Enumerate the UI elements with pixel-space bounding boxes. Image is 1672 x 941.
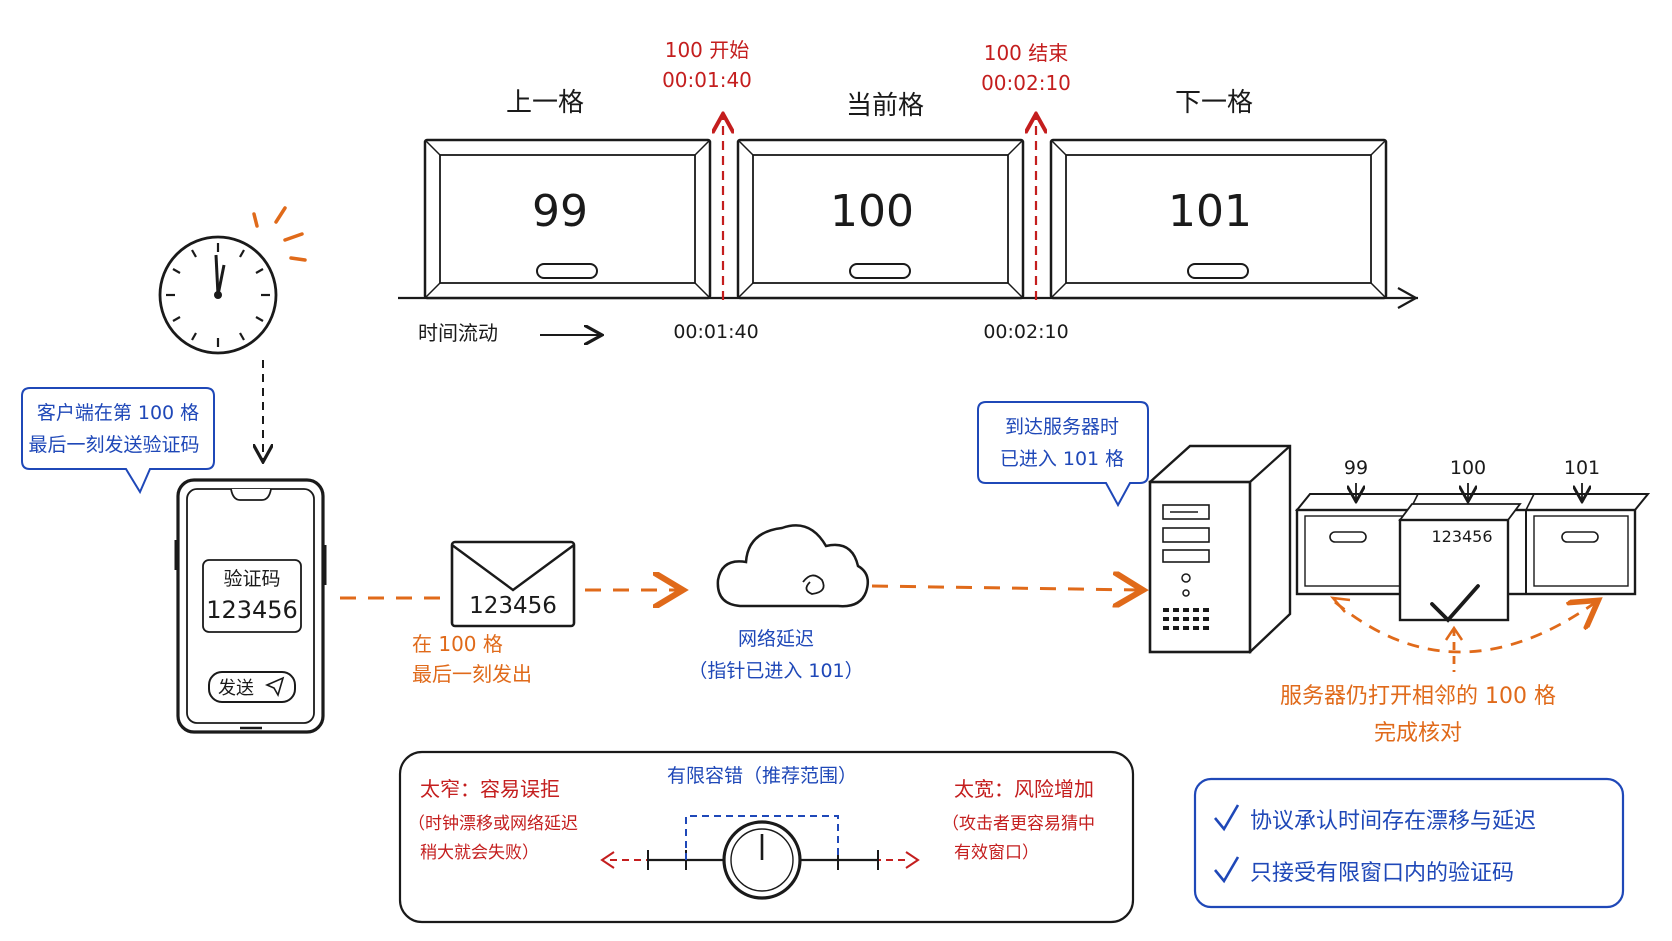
check-icon <box>1213 856 1240 884</box>
start-marker-time: 00:01:40 <box>662 68 752 92</box>
drawer-label-99: 99 <box>1344 457 1368 479</box>
timeline <box>398 116 1419 335</box>
envelope-caption-line1: 在 100 格 <box>412 632 503 656</box>
tick-label-start: 00:01:40 <box>673 321 758 343</box>
server-bubble-line2: 已进入 101 格 <box>1000 448 1124 470</box>
check-icon <box>1213 804 1240 832</box>
recommended-range-bracket <box>685 815 839 860</box>
client-bubble-line1: 客户端在第 100 格 <box>37 402 199 424</box>
envelope-code: 123456 <box>469 593 557 619</box>
tolerance-title: 有限容错（推荐范围） <box>667 765 857 787</box>
phone-otp-code: 123456 <box>206 596 298 624</box>
server-bubble-line1: 到达服务器时 <box>1005 416 1119 438</box>
client-bubble-line2: 最后一刻发送验证码 <box>28 434 199 456</box>
slot-number-prev: 99 <box>532 186 588 237</box>
end-marker-time: 00:02:10 <box>981 71 1071 95</box>
clock-icon <box>158 235 278 355</box>
send-button-label: 发送 <box>218 678 254 699</box>
otp-card <box>202 559 302 633</box>
adjacent-window-arc <box>1334 602 1596 654</box>
cloud-to-server-arrow <box>871 586 1140 590</box>
tolerance-left-line2: 稍大就会失败） <box>420 843 539 863</box>
server-icon <box>1148 444 1292 654</box>
slot-prev <box>423 138 712 300</box>
drawer-label-101: 101 <box>1564 457 1600 479</box>
drawer-handle <box>536 263 598 279</box>
timeline-arrow-head <box>1397 287 1419 309</box>
phone-notch <box>230 488 272 501</box>
client-speech-bubble <box>21 387 215 495</box>
check-icon <box>1430 584 1480 623</box>
drawer-handle <box>1561 531 1599 543</box>
slot-next <box>1049 138 1388 300</box>
slot-header-next: 下一格 <box>1175 88 1253 118</box>
tick-label-end: 00:02:10 <box>983 321 1068 343</box>
cloud-icon <box>716 524 869 608</box>
adjacent-window-arc-left-head <box>1329 596 1351 613</box>
drawer-handle <box>1329 531 1367 543</box>
start-marker-label: 100 开始 <box>665 38 750 62</box>
tolerance-right-line2: 有效窗口） <box>954 843 1039 863</box>
alarm-rays-icon <box>252 206 307 262</box>
send-icon <box>264 676 285 698</box>
drawer-card-code: 123456 <box>1431 527 1492 546</box>
drawer-caption-line2: 完成核对 <box>1374 721 1462 746</box>
drawer-handle <box>1187 263 1249 279</box>
tolerance-left-line1: （时钟漂移或网络延迟 <box>408 814 578 834</box>
envelope-caption-line2: 最后一刻发出 <box>412 662 532 686</box>
drawer-label-100: 100 <box>1450 457 1486 479</box>
summary-item-1: 协议承认时间存在漂移与延迟 <box>1250 809 1536 834</box>
tolerance-right-line1: （攻击者更容易猜中 <box>942 814 1095 834</box>
drawer-caption-line1: 服务器仍打开相邻的 100 格 <box>1280 684 1556 709</box>
network-caption-line2: （指针已进入 101） <box>688 660 863 682</box>
slot-header-prev: 上一格 <box>506 88 584 118</box>
slot-number-current: 100 <box>830 186 914 237</box>
tolerance-left-title: 太窄：容易误拒 <box>420 777 560 801</box>
summary-item-2: 只接受有限窗口内的验证码 <box>1250 861 1514 886</box>
slot-number-next: 101 <box>1168 186 1252 237</box>
server-speech-bubble <box>977 401 1149 508</box>
slot-header-current: 当前格 <box>846 91 924 121</box>
time-flow-label: 时间流动 <box>418 321 498 345</box>
open-drawer <box>1398 518 1510 622</box>
phone-otp-title: 验证码 <box>223 568 280 590</box>
slot-current <box>736 138 1025 300</box>
tolerance-right-title: 太宽：风险增加 <box>954 777 1094 801</box>
drawer-handle <box>849 263 911 279</box>
summary-panel <box>1193 777 1625 909</box>
end-marker-label: 100 结束 <box>984 41 1069 65</box>
phone <box>174 478 327 734</box>
envelope-icon <box>450 540 576 628</box>
send-button[interactable] <box>208 671 296 703</box>
tolerance-gauge <box>600 815 920 900</box>
drawer-cabinet <box>1294 483 1651 623</box>
network-caption-line1: 网络延迟 <box>738 628 814 650</box>
